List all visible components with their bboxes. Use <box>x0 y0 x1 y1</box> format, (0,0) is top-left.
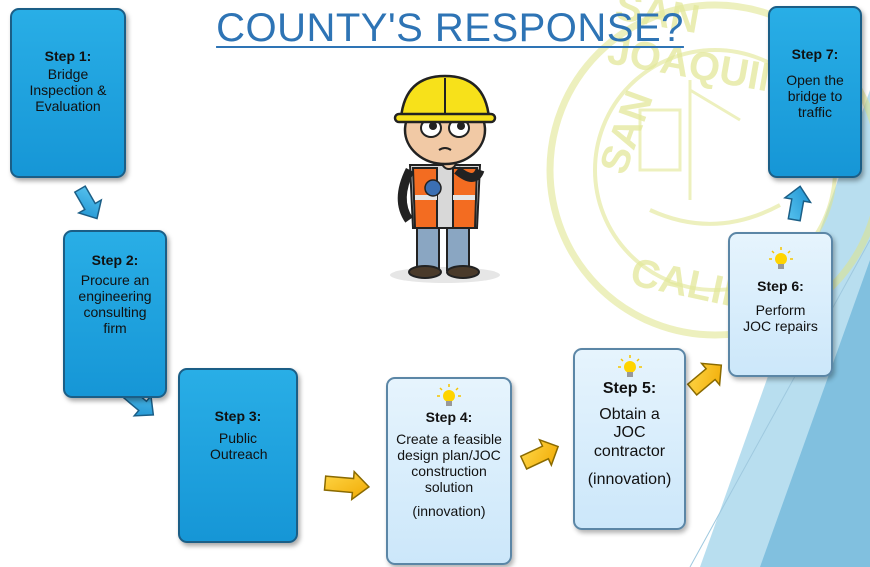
step-3-text: Public Outreach <box>210 430 268 463</box>
arrow-step1-to-step2 <box>73 185 103 220</box>
step-5-text: Obtain a JOC contractor <box>593 406 666 460</box>
lightbulb-icon <box>617 355 642 377</box>
page-title: COUNTY'S RESPONSE? <box>216 6 684 50</box>
step-1-box: Step 1: Bridge Inspection & Evaluation <box>10 8 126 178</box>
step-4-box: Step 4: Create a feasible design plan/JO… <box>386 377 512 565</box>
step-1-label: Step 1: <box>44 48 92 64</box>
lightbulb-icon <box>768 247 793 269</box>
step-7-box: Step 7: Open the bridge to traffic <box>768 6 862 178</box>
step-4-note: (innovation) <box>412 503 486 520</box>
arrow-step5-to-step6 <box>686 362 723 396</box>
step-2-label: Step 2: <box>91 252 139 268</box>
step-3-label: Step 3: <box>214 408 262 424</box>
lightbulb-icon <box>437 384 461 406</box>
step-5-note: (innovation) <box>587 471 672 489</box>
step-2-box: Step 2: Procure an engineering consultin… <box>63 230 167 398</box>
step-7-label: Step 7: <box>791 46 839 62</box>
step-2-text: Procure an engineering consulting firm <box>78 272 152 337</box>
step-7-text: Open the bridge to traffic <box>786 72 844 121</box>
worker-illustration <box>390 74 500 283</box>
arrow-step3-to-step4 <box>323 469 371 502</box>
arrow-step6-to-step7 <box>783 185 813 222</box>
step-6-label: Step 6: <box>757 278 804 294</box>
step-5-box: Step 5: Obtain a JOC contractor (innovat… <box>573 348 686 530</box>
step-4-label: Step 4: <box>425 409 473 425</box>
accent-line <box>689 239 870 567</box>
step-6-text: Perform JOC repairs <box>743 302 818 335</box>
step-1-text: Bridge Inspection & Evaluation <box>29 66 107 115</box>
arrow-step4-to-step5 <box>519 438 560 470</box>
step-3-box: Step 3: Public Outreach <box>178 368 298 543</box>
step-4-text: Create a feasible design plan/JOC constr… <box>396 431 502 496</box>
step-6-box: Step 6: Perform JOC repairs <box>728 232 833 377</box>
step-5-label: Step 5: <box>602 380 657 397</box>
teal-triangle-accent-2 <box>760 260 870 567</box>
